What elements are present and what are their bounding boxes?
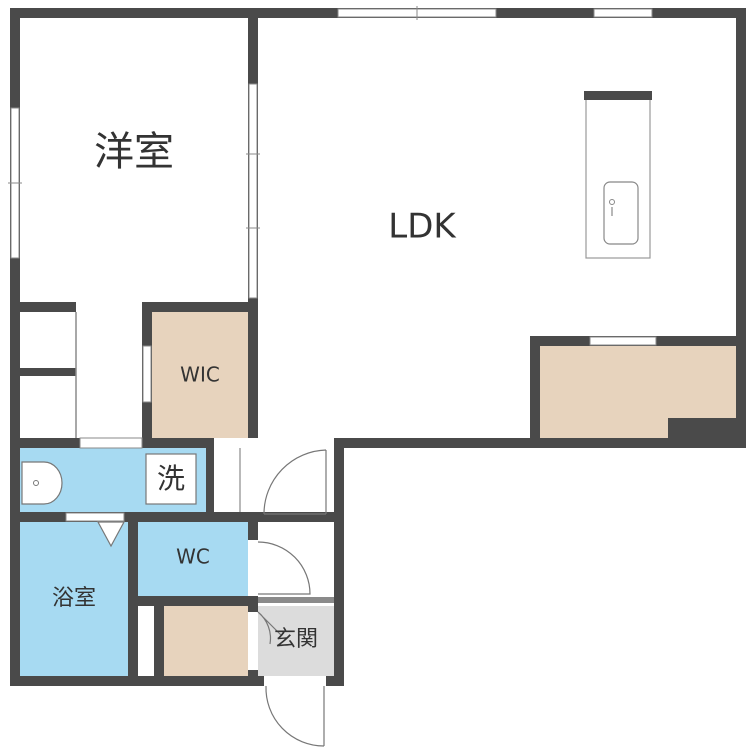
bath-door-triangle [96, 521, 126, 548]
wall-storage-left [154, 596, 164, 686]
front-door-swing [265, 685, 325, 747]
wall-wic-top [142, 302, 258, 312]
western-room-label: 洋室 [94, 129, 174, 175]
window-top-right [593, 8, 653, 18]
wash-basin-drain [33, 480, 39, 486]
wall-wc-bottom [128, 596, 258, 606]
kitchen-counter-back [584, 91, 652, 100]
closet-opening [76, 302, 142, 312]
storage-door-swing [257, 611, 283, 645]
entrance-label: 玄関 [274, 627, 318, 652]
wall-ldk-storage-corner [668, 418, 746, 446]
wall-wash-right [206, 448, 214, 522]
wall-bottom [10, 676, 344, 686]
kitchen-sink [603, 181, 639, 245]
wc-door-opening [248, 540, 258, 596]
wash-basin [21, 461, 63, 505]
wc-door-swing [257, 541, 311, 595]
sink-drain [609, 199, 615, 205]
wall-left [10, 8, 20, 686]
wc-label: WC [176, 545, 210, 569]
wall-wc-right [248, 512, 258, 686]
fixtures [21, 91, 652, 505]
western-room-floor [20, 18, 248, 302]
washroom-label: 洗 [157, 462, 185, 495]
shoe-storage-floor [164, 606, 248, 676]
wc-floor [138, 522, 248, 596]
wall-hall-top [258, 512, 344, 522]
ldk-label: LDK [388, 207, 457, 247]
wic-sliding-door [142, 345, 152, 403]
wall-western-bottom [10, 302, 76, 312]
wall-right [736, 8, 746, 446]
ldk-storage-floor [540, 346, 736, 438]
washing-machine-space [145, 453, 197, 505]
bath-floor [20, 522, 128, 676]
hall-door-swing [263, 449, 327, 515]
closet-bottom-opening [79, 437, 143, 449]
bath-opening [65, 512, 125, 522]
door-swings [257, 449, 327, 747]
bath-label: 浴室 [52, 586, 96, 611]
openings [65, 302, 334, 686]
front-door-opening [264, 676, 326, 686]
wall-step [334, 438, 344, 686]
wall-closet-shelf [10, 368, 76, 376]
wic-label: WIC [180, 363, 220, 387]
wall-ldk-storage-left [530, 336, 540, 448]
windows [8, 6, 657, 346]
window-ldk-storage [589, 336, 657, 346]
storage-door-opening [248, 612, 258, 670]
window-interior-western [248, 83, 258, 299]
room-labels: 洋室 LDK WIC 洗 WC 浴室 玄関 [52, 129, 457, 652]
wic-floor [152, 312, 248, 438]
hall-opening [214, 438, 334, 448]
